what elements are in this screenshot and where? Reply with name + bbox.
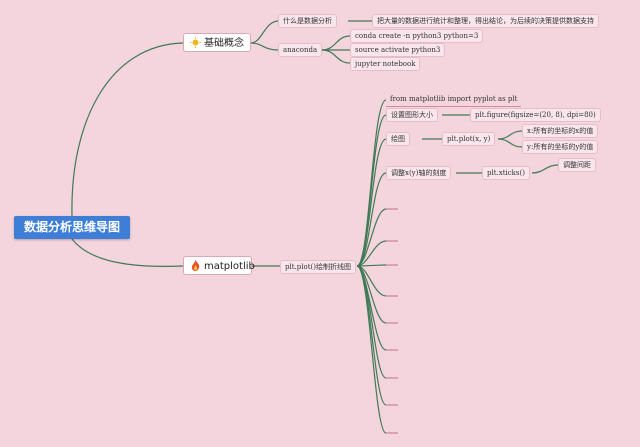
node-what-is[interactable]: 什么是数据分析 xyxy=(278,14,337,28)
node-what-is-desc[interactable]: 把大量的数据进行统计和整理，得出结论，为后续的决策提供数据支持 xyxy=(372,14,599,28)
node-anaconda-cmd[interactable]: source activate python3 xyxy=(350,43,446,57)
node-figure[interactable]: plt.figure(figsize=(20, 8), dpi=80) xyxy=(470,108,601,122)
node-line-chart[interactable]: plt.plot()绘制折线图 xyxy=(280,260,356,274)
node-spacing[interactable]: 调整间距 xyxy=(558,158,596,172)
node-plot-call[interactable]: plt.plot(x, y) xyxy=(442,132,496,146)
topic-matplotlib[interactable]: matplotlib xyxy=(183,256,255,275)
node-adjust-ticks[interactable]: 调整x(y)轴的刻度 xyxy=(386,166,452,180)
topic-matplotlib-label: matplotlib xyxy=(204,261,255,272)
node-anaconda-cmd[interactable]: conda create -n python3 python=3 xyxy=(350,29,484,43)
connector-root-matplotlib xyxy=(71,238,184,267)
connector-root-basics xyxy=(71,42,184,217)
sun-icon xyxy=(190,36,201,48)
topic-basics[interactable]: 基础概念 xyxy=(183,33,251,52)
node-x-desc[interactable]: x:所有的坐标的x的值 xyxy=(522,124,599,138)
root-topic[interactable]: 数据分析思维导图 xyxy=(14,216,130,239)
node-y-desc[interactable]: y:所有的坐标的y的值 xyxy=(522,140,599,154)
node-anaconda-cmd[interactable]: jupyter notebook xyxy=(350,57,421,71)
node-set-size[interactable]: 设置图形大小 xyxy=(386,108,438,122)
node-import[interactable]: from matplotlib import pyplot as plt xyxy=(386,93,522,107)
node-anaconda[interactable]: anaconda xyxy=(278,43,323,57)
node-plot[interactable]: 绘图 xyxy=(386,132,410,146)
fire-icon xyxy=(190,259,201,271)
topic-basics-label: 基础概念 xyxy=(204,38,244,49)
node-xticks[interactable]: plt.xticks() xyxy=(482,166,530,180)
